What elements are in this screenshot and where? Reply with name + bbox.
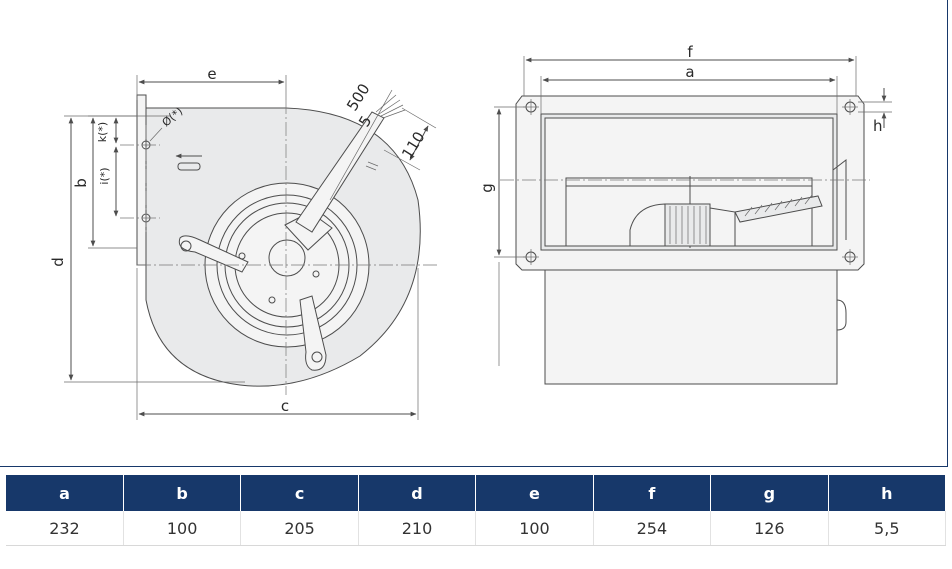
dim-label-f: f [687,43,693,61]
mounting-flange [136,94,147,266]
header-d: d [358,475,477,511]
value-e: 100 [475,511,594,546]
motor-hub [268,239,306,277]
front-dimensions: e c d b i(*) k(*) Ø(*) 500 5 110 [49,65,437,420]
header-a: a [6,475,124,511]
table-header-row: a b c d e f g h [6,475,947,511]
dim-label-a: a [685,63,694,81]
side-dimensions: f a g h [478,43,892,366]
dim-label-b: b [72,178,90,188]
value-c: 205 [240,511,359,546]
dimension-table: a b c d e f g h 232 100 205 210 100 254 … [6,475,947,546]
value-b: 100 [123,511,242,546]
header-g: g [710,475,829,511]
dim-label-500: 500 [343,80,373,114]
dim-label-h: h [873,117,883,135]
value-d: 210 [358,511,477,546]
motor-core [664,203,711,247]
front-view [120,94,438,395]
value-g: 126 [710,511,829,546]
header-e: e [475,475,594,511]
motor-housing [544,249,838,385]
header-h: h [828,475,947,511]
table-row: 232 100 205 210 100 254 126 5,5 [6,511,947,546]
technical-drawing: e c d b i(*) k(*) Ø(*) 500 5 110 [49,43,892,420]
arm-bottom [299,295,327,371]
dim-label-d: d [49,257,67,267]
side-view [500,95,870,385]
header-c: c [240,475,359,511]
dim-label-e: e [207,65,216,83]
header-f: f [593,475,712,511]
value-h: 5,5 [828,511,947,546]
dim-label-i: i(*) [98,167,111,184]
value-a: 232 [6,511,124,546]
dim-label-c: c [281,397,289,415]
header-b: b [123,475,242,511]
dim-label-g: g [478,183,496,193]
drawing-frame [0,0,948,467]
arm-left [178,235,249,273]
value-f: 254 [593,511,712,546]
dim-label-k: k(*) [96,122,109,142]
